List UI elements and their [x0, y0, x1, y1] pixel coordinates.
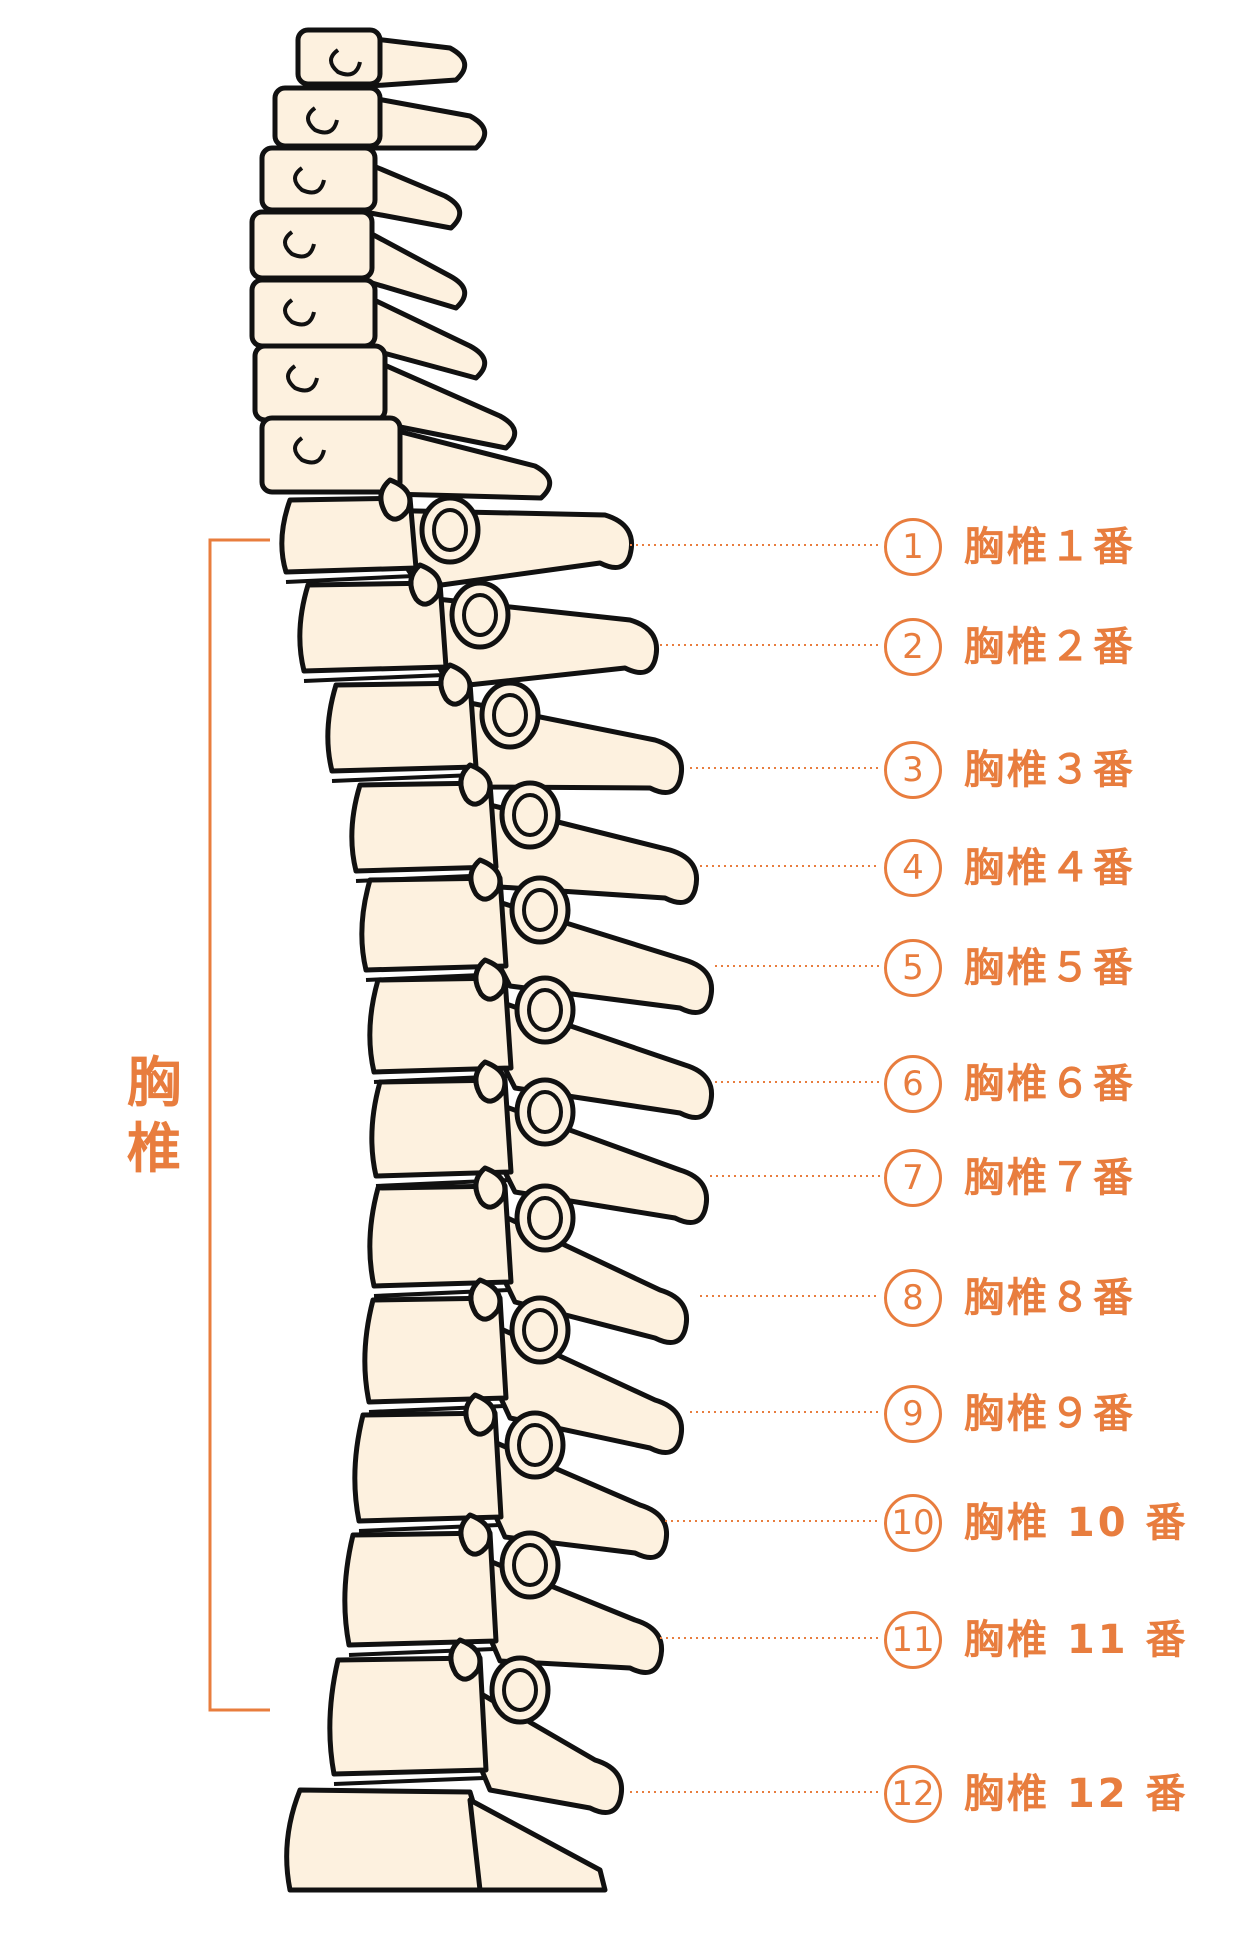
- vertebra-number-badge: 4: [884, 839, 942, 897]
- vertebra-number-badge: 9: [884, 1385, 942, 1443]
- thoracic-vertebra: [342, 1512, 664, 1675]
- vertebra-number-badge: 7: [884, 1149, 942, 1207]
- vertebra-number-badge: 1: [884, 518, 942, 576]
- cervical-vertebra: [249, 209, 468, 311]
- cervical-vertebra: [259, 415, 553, 501]
- vertebra-label-text: 胸椎６番: [964, 1061, 1136, 1107]
- vertebra-label: 3 胸椎３番: [884, 738, 1136, 799]
- vertebra-label-text: 胸椎 10 番: [964, 1500, 1189, 1546]
- vertebra-number-badge: 6: [884, 1055, 942, 1113]
- vertebra-label-text: 胸椎 12 番: [964, 1771, 1189, 1817]
- thoracic-bracket: [208, 538, 270, 1712]
- vertebra-label-text: 胸椎７番: [964, 1155, 1136, 1201]
- vertebra-label: 11 胸椎 11 番: [884, 1608, 1189, 1669]
- vertebra-number-badge: 10: [884, 1494, 942, 1552]
- vertebra-number-badge: 3: [884, 741, 942, 799]
- vertebra-label: 9 胸椎９番: [884, 1382, 1136, 1443]
- thoracic-vertebra: [297, 562, 659, 690]
- group-label-char: 胸: [127, 1051, 181, 1114]
- thoracic-vertebra: [279, 477, 634, 591]
- vertebra-label: 12 胸椎 12 番: [884, 1762, 1189, 1823]
- vertebra-number-badge: 11: [884, 1611, 942, 1669]
- vertebra-label: 8 胸椎８番: [884, 1266, 1136, 1327]
- bracket-line: [208, 538, 270, 1712]
- leader-lines: [630, 544, 880, 1793]
- cervical-vertebra: [295, 27, 468, 89]
- vertebra-number-badge: 5: [884, 939, 942, 997]
- vertebra-label: 7 胸椎７番: [884, 1146, 1136, 1207]
- vertebra-label: 5 胸椎５番: [884, 936, 1136, 997]
- vertebra-label-text: 胸椎４番: [964, 845, 1136, 891]
- vertebra-number-badge: 2: [884, 618, 942, 676]
- thoracic-vertebra: [362, 1277, 684, 1455]
- vertebra-label-text: 胸椎 11 番: [964, 1617, 1189, 1663]
- thoracic-vertebra: [325, 662, 684, 795]
- lumbar-vertebra: [284, 1787, 608, 1893]
- vertebra-label: 10 胸椎 10 番: [884, 1491, 1189, 1552]
- cervical-vertebra: [272, 85, 488, 151]
- vertebra-label-text: 胸椎９番: [964, 1391, 1136, 1437]
- vertebra-label-text: 胸椎１番: [964, 524, 1136, 570]
- thoracic-vertebra: [359, 857, 714, 1015]
- group-label-char: 椎: [127, 1117, 181, 1180]
- thoracic-vertebra: [327, 1637, 624, 1815]
- vertebra-label: 1 胸椎１番: [884, 515, 1136, 576]
- thoracic-vertebra: [349, 762, 699, 905]
- vertebra-label-text: 胸椎３番: [964, 747, 1136, 793]
- vertebra-label: 6 胸椎６番: [884, 1052, 1136, 1113]
- vertebra-label: 4 胸椎４番: [884, 836, 1136, 897]
- spine-illustration: [249, 27, 714, 1893]
- vertebra-number-badge: 8: [884, 1269, 942, 1327]
- vertebra-label-text: 胸椎２番: [964, 624, 1136, 670]
- vertebra-label-text: 胸椎５番: [964, 945, 1136, 991]
- thoracic-vertebra: [352, 1392, 669, 1560]
- thoracic-group-label: 胸椎: [118, 1050, 190, 1182]
- vertebra-number-badge: 12: [884, 1765, 942, 1823]
- vertebra-label: 2 胸椎２番: [884, 615, 1136, 676]
- vertebra-label-text: 胸椎８番: [964, 1275, 1136, 1321]
- thoracic-vertebra: [369, 1059, 709, 1225]
